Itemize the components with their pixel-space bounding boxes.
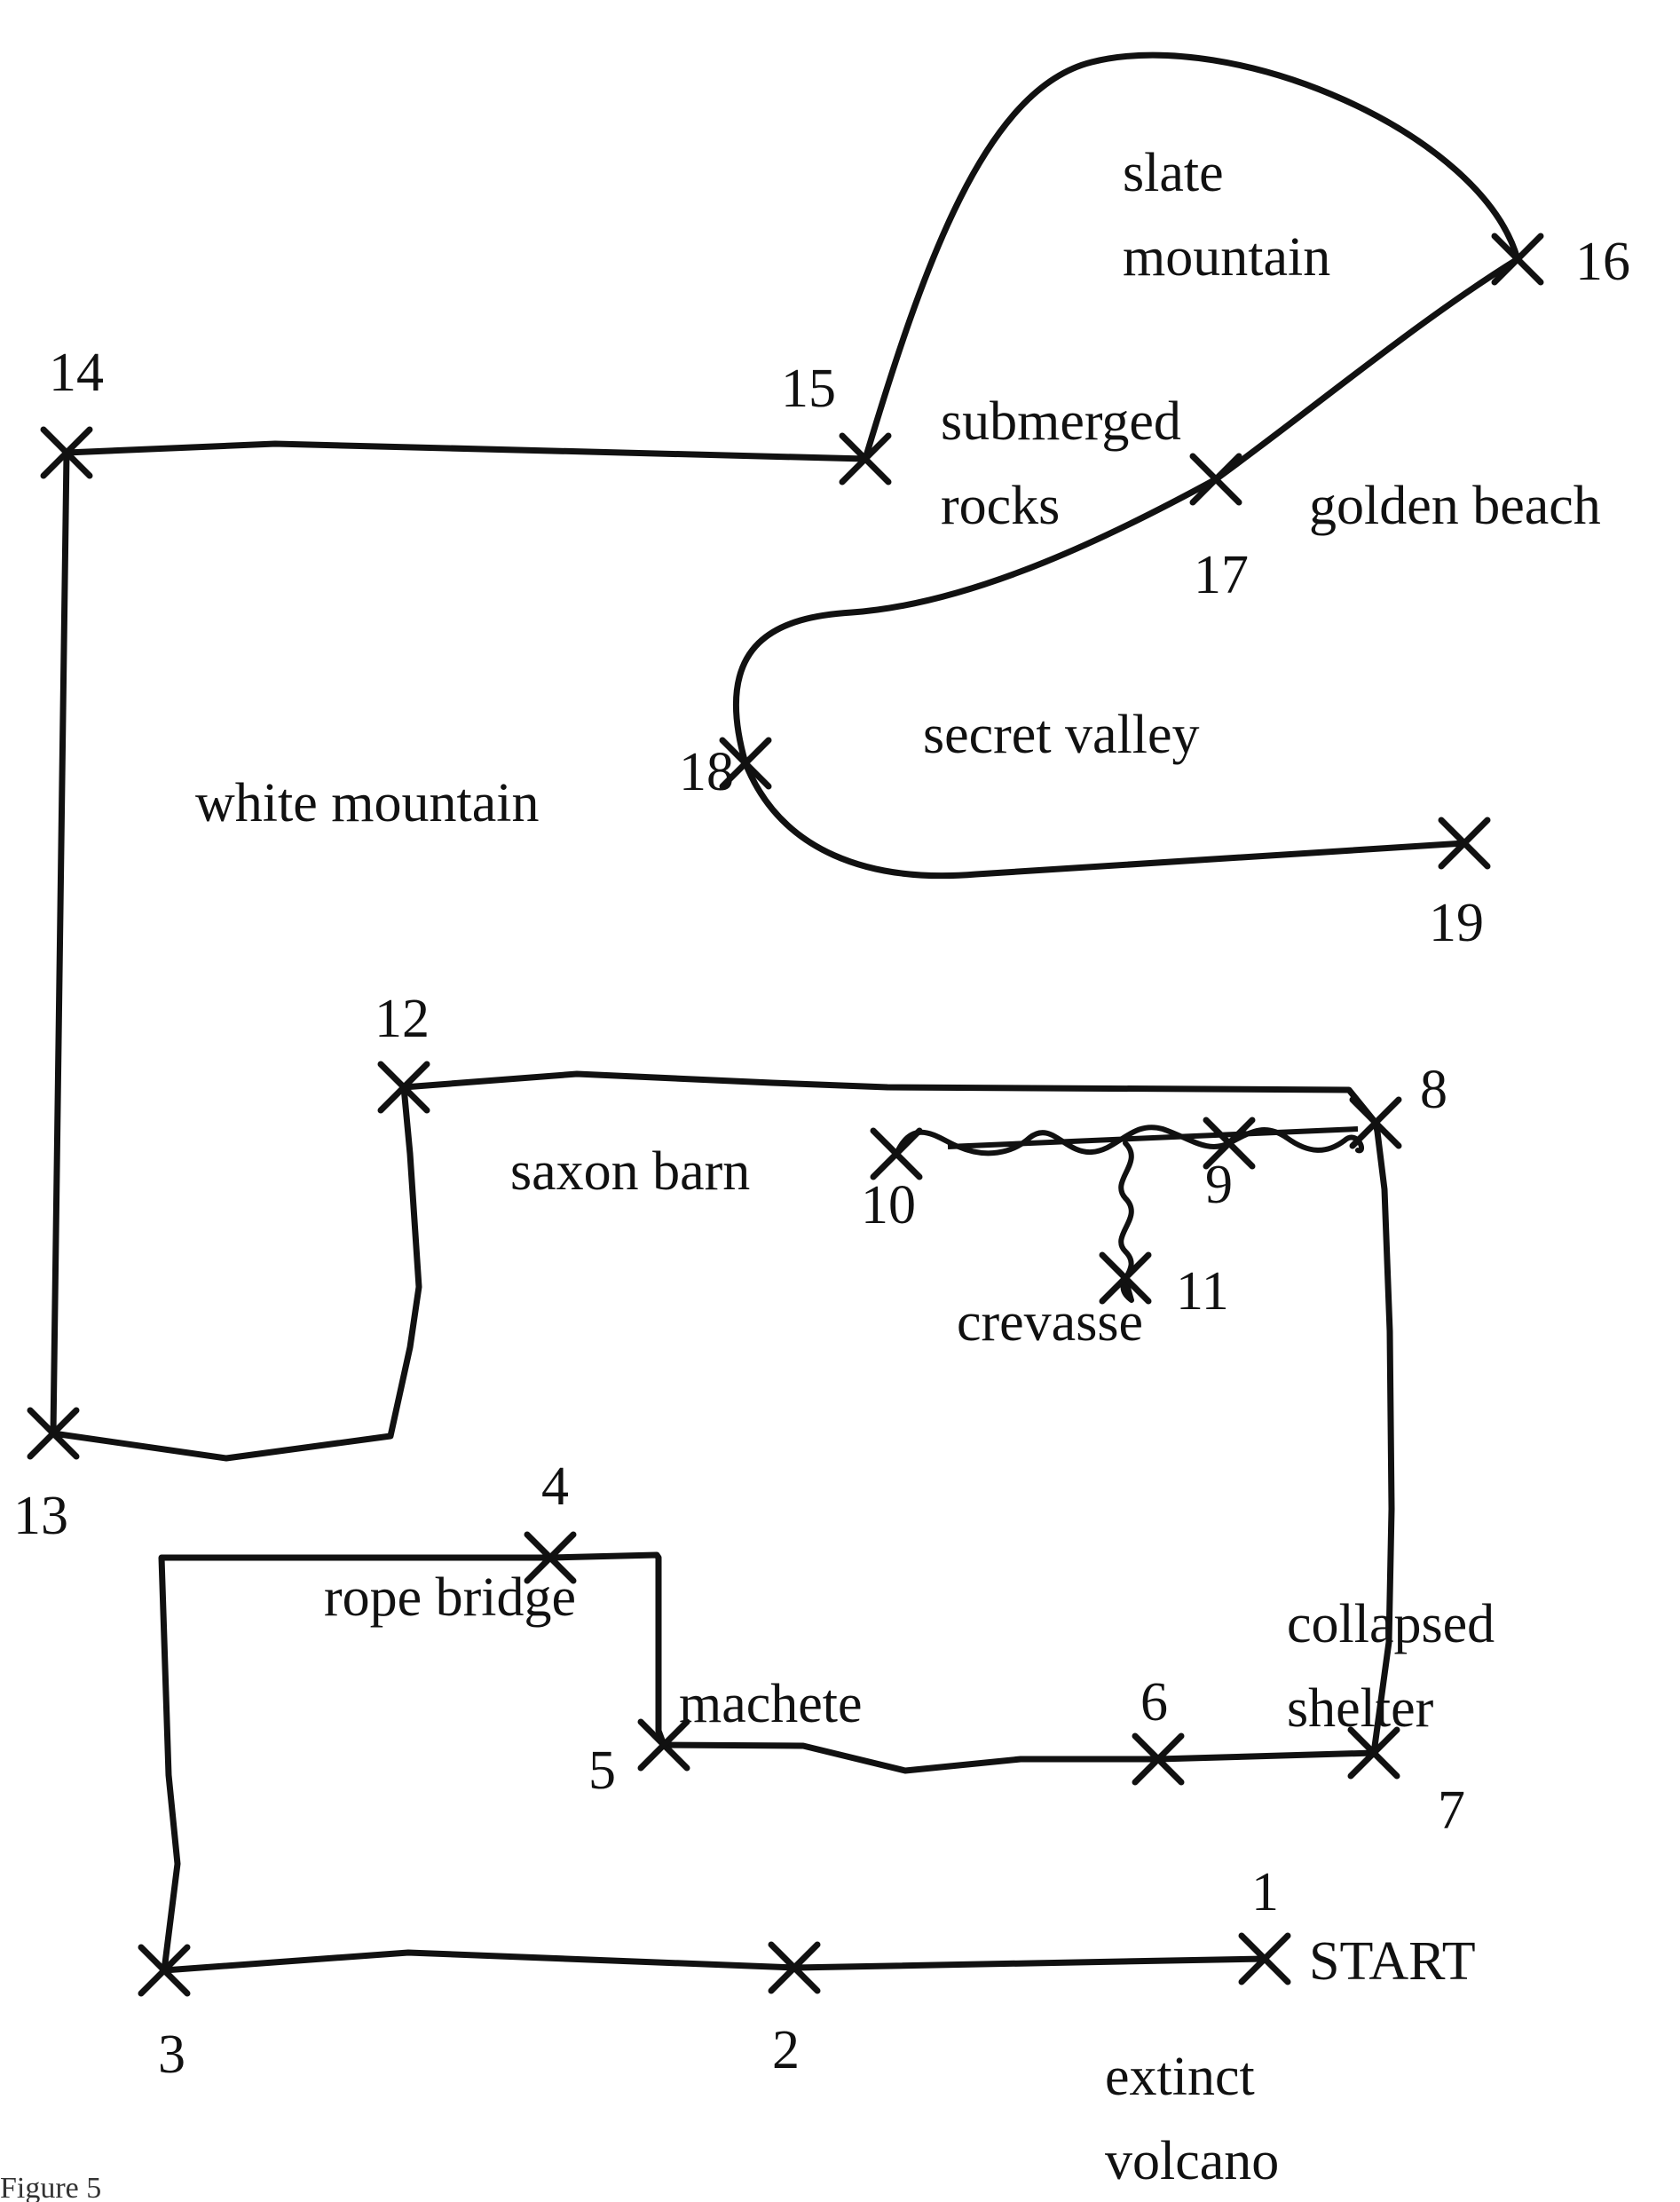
waypoint-marker-3 (138, 1944, 191, 1997)
label-collapsed: collapsed (1287, 1594, 1495, 1654)
waypoint-number-17: 17 (1194, 545, 1249, 605)
waypoint-number-15: 15 (781, 359, 836, 419)
waypoint-marker-9 (1203, 1117, 1256, 1170)
label-rocks: rocks (941, 476, 1060, 536)
waypoint-marker-1 (1238, 1932, 1291, 1985)
label-white-mountain: white mountain (195, 773, 539, 833)
waypoint-marker-13 (27, 1407, 80, 1460)
label-rope-bridge: rope bridge (324, 1567, 576, 1628)
waypoint-number-8: 8 (1420, 1060, 1447, 1120)
waypoint-number-10: 10 (861, 1175, 916, 1235)
label-crevasse: crevasse (957, 1292, 1143, 1353)
waypoint-marker-6 (1132, 1732, 1185, 1786)
waypoint-number-11: 11 (1176, 1261, 1229, 1322)
label-volcano: volcano (1105, 2131, 1279, 2191)
figure-caption: Figure 5 (0, 2172, 101, 2202)
crevasse-wiggle-horizontal (894, 1125, 1364, 1156)
label-machete: machete (679, 1674, 863, 1734)
waypoint-marker-10 (870, 1127, 923, 1180)
waypoint-marker-5 (637, 1718, 690, 1772)
waypoint-number-14: 14 (49, 343, 104, 403)
waypoint-number-1: 1 (1251, 1862, 1279, 1922)
waypoint-number-12: 12 (375, 989, 430, 1049)
waypoint-number-2: 2 (772, 2020, 800, 2080)
waypoint-marker-19 (1438, 817, 1491, 870)
label-saxon-barn: saxon barn (510, 1141, 750, 1202)
label-submerged: submerged (941, 391, 1181, 452)
waypoint-number-5: 5 (588, 1740, 616, 1801)
label-shelter: shelter (1287, 1678, 1434, 1739)
waypoint-marker-7 (1347, 1726, 1400, 1780)
waypoint-marker-8 (1349, 1096, 1402, 1149)
waypoint-marker-17 (1189, 453, 1242, 506)
waypoint-marker-12 (377, 1061, 430, 1114)
waypoint-number-7: 7 (1438, 1780, 1465, 1841)
waypoint-number-16: 16 (1575, 232, 1630, 292)
label-slate: slate (1123, 143, 1224, 203)
waypoint-number-19: 19 (1429, 893, 1484, 953)
waypoint-number-18: 18 (679, 742, 734, 802)
waypoint-number-3: 3 (158, 2024, 185, 2085)
waypoint-marker-14 (40, 426, 93, 479)
label-extinct: extinct (1105, 2047, 1255, 2107)
waypoint-marker-2 (768, 1941, 821, 1994)
label-secret-valley: secret valley (923, 705, 1200, 765)
waypoint-number-13: 13 (13, 1486, 68, 1546)
label-start: START (1309, 1931, 1476, 1992)
waypoint-number-6: 6 (1140, 1672, 1168, 1732)
crevasse-bar (947, 1126, 1359, 1149)
waypoint-marker-15 (839, 432, 892, 485)
waypoint-marker-4 (524, 1531, 577, 1584)
label-golden-beach: golden beach (1309, 476, 1601, 536)
waypoint-marker-18 (719, 737, 772, 790)
waypoint-marker-11 (1099, 1251, 1152, 1305)
waypoint-number-9: 9 (1205, 1155, 1233, 1215)
waypoint-number-4: 4 (541, 1456, 569, 1517)
waypoint-marker-16 (1491, 233, 1544, 286)
label-mountain: mountain (1123, 227, 1330, 288)
